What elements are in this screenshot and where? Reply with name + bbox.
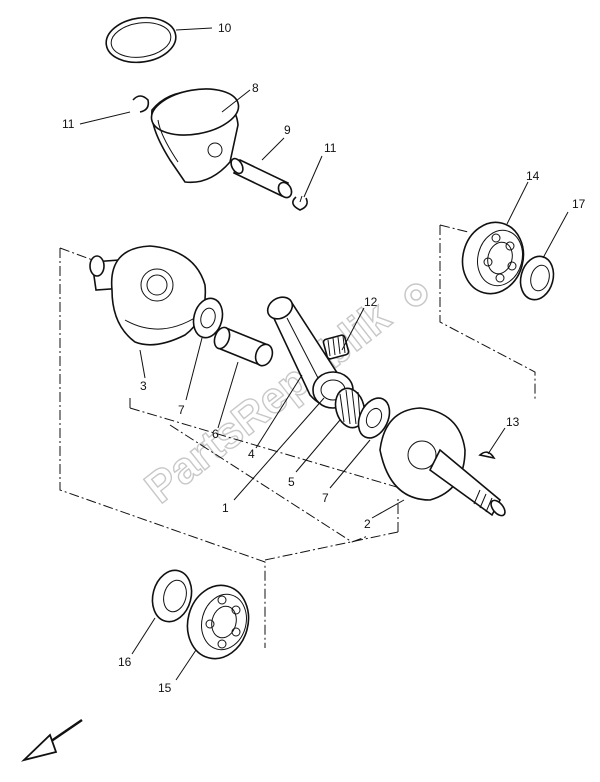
- right-crank-half-part: [379, 407, 506, 517]
- right-main-bearing-part: [461, 221, 525, 295]
- left-crank-half-part: [89, 245, 207, 346]
- callout-15: 15: [158, 681, 172, 695]
- piston-ring-part: [105, 16, 177, 64]
- connecting-rod-part: [266, 296, 354, 409]
- callout-8: 8: [252, 81, 259, 95]
- piston-pin-part: [230, 157, 293, 199]
- piston-pin-clip-part: [132, 95, 308, 211]
- big-end-bearing-part: [334, 387, 366, 429]
- callout-6: 6: [212, 427, 219, 441]
- callout-14: 14: [526, 169, 540, 183]
- left-main-bearing-part: [186, 584, 250, 660]
- callout-7-left: 7: [178, 403, 185, 417]
- watermark-gear-icon: [404, 283, 428, 307]
- callout-10: 10: [218, 21, 232, 35]
- right-washer-part: [357, 397, 391, 439]
- callout-11-right: 11: [324, 141, 337, 155]
- right-oil-seal-part: [519, 255, 555, 301]
- callout-7-right: 7: [322, 491, 329, 505]
- left-oil-seal-part: [151, 569, 193, 623]
- callout-12: 12: [364, 295, 378, 309]
- assembly-frame-lines: [59, 224, 536, 648]
- callout-3: 3: [140, 379, 147, 393]
- leader-lines: [79, 27, 569, 681]
- callout-9: 9: [284, 123, 291, 137]
- callout-1: 1: [222, 501, 229, 515]
- callout-4: 4: [248, 447, 255, 461]
- callout-17: 17: [572, 197, 586, 211]
- callout-16: 16: [118, 655, 132, 669]
- callout-11-left: 11: [62, 117, 75, 131]
- callout-5: 5: [288, 475, 295, 489]
- front-direction-arrow-icon: [20, 718, 83, 762]
- woodruff-key-part: [478, 451, 496, 460]
- callout-13: 13: [506, 415, 520, 429]
- callout-labels: 10 8 11 9 11 12 14 17 13 3 7 6 4 5 7 1 2…: [62, 21, 586, 695]
- left-washer-part: [192, 297, 224, 339]
- small-end-bearing-part: [322, 334, 350, 360]
- crank-pin-part: [213, 326, 274, 367]
- piston-part: [150, 88, 240, 184]
- callout-2: 2: [364, 517, 371, 531]
